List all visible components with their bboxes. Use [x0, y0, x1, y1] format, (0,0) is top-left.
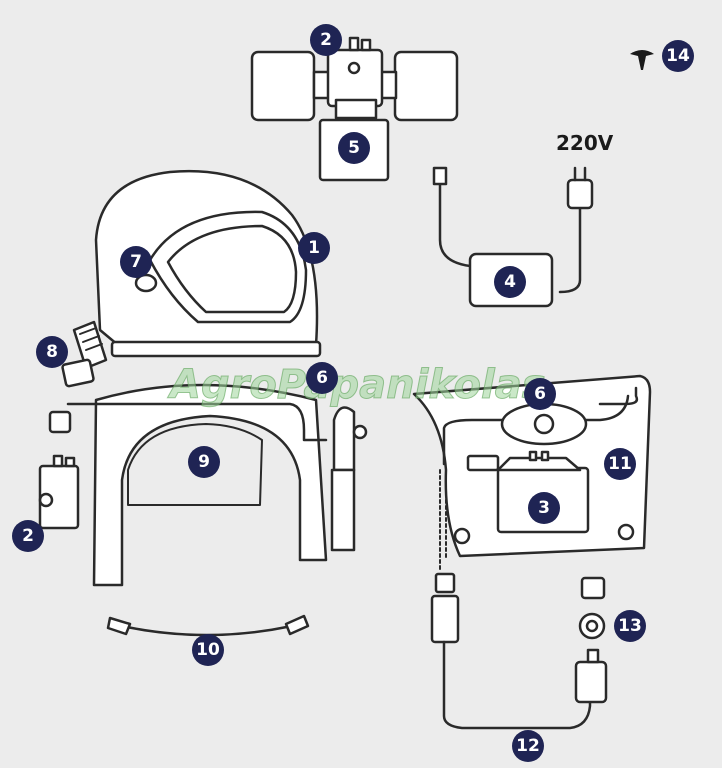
plate-hose-right	[558, 394, 630, 422]
badge-clip: 14	[662, 40, 694, 72]
hose-connector	[61, 358, 95, 388]
side-battery-button	[38, 492, 54, 508]
battery-terminal	[348, 36, 360, 52]
rib-1	[79, 327, 97, 335]
voltage-label: 220V	[556, 131, 614, 155]
battery-terminal-2	[360, 38, 372, 52]
badge-label: 11	[608, 454, 632, 474]
wall-plug	[566, 178, 594, 210]
badge-label: 2	[320, 30, 332, 50]
air-hose-part	[430, 572, 608, 730]
belt-plate-part	[412, 374, 652, 571]
badge-air-hose: 12	[512, 730, 544, 762]
badge-adapter-set: 13	[614, 610, 646, 642]
adapter-connector	[580, 576, 606, 600]
strap-left-buckle	[106, 616, 132, 636]
rib-2	[82, 335, 100, 343]
charger-part: 220V	[432, 131, 614, 308]
badge-battery-top: 2	[310, 24, 342, 56]
hose-bottom-coupling	[574, 660, 608, 704]
adapter-set-part	[578, 576, 606, 640]
badge-filter-box: 5	[338, 132, 370, 164]
hose-bottom-fitting	[586, 648, 600, 664]
air-valve-knob	[352, 424, 368, 440]
badge-label: 5	[348, 138, 360, 158]
blower-terminal-2	[540, 450, 550, 462]
badge-label: 4	[504, 272, 516, 292]
badge-label: 8	[46, 342, 58, 362]
clip-part	[630, 50, 654, 70]
right-filter-cartridge	[393, 50, 459, 122]
air-outlet-center	[533, 413, 555, 435]
badge-label: 14	[666, 46, 690, 66]
charger-input-cable	[558, 204, 582, 294]
hose-top-coupling	[430, 594, 460, 644]
badge-label: 6	[316, 368, 328, 388]
badge-label: 1	[308, 238, 320, 258]
badge-helmet: 1	[298, 232, 330, 264]
charger-output-plug	[432, 166, 448, 186]
watermark: AgroPapanikolas	[167, 362, 546, 408]
badge-hose-connector: 8	[36, 336, 68, 368]
plate-stitching	[439, 469, 447, 571]
badge-cape: 9	[188, 446, 220, 478]
badge-label: 12	[516, 736, 540, 756]
hose-top-fitting	[434, 572, 456, 594]
rib-3	[85, 343, 103, 351]
internal-air-hose	[66, 402, 328, 442]
badge-blower-unit: 3	[528, 492, 560, 524]
battery-pack	[326, 48, 384, 108]
blower-terminal	[528, 450, 538, 462]
charger-output-cable	[438, 180, 472, 268]
battery-screw	[347, 61, 361, 75]
clip-icon	[630, 50, 654, 70]
badge-air-outlet-belt: 6	[524, 378, 556, 410]
cape-part	[48, 383, 368, 587]
air-valve	[332, 406, 356, 472]
hose-tube	[442, 640, 592, 730]
helmet-visor	[166, 224, 298, 314]
badge-label: 3	[538, 498, 550, 518]
badge-label: 9	[198, 452, 210, 472]
strap-band	[120, 624, 294, 637]
adapter-ring-hole	[585, 619, 599, 633]
side-battery-terminal-2	[64, 456, 76, 468]
badge-label: 13	[618, 616, 642, 636]
badge-head-strap: 10	[192, 634, 224, 666]
badge-belt-plate: 11	[604, 448, 636, 480]
side-button	[134, 273, 158, 293]
badge-label: 10	[196, 640, 220, 660]
plate-rivet-right	[617, 523, 635, 541]
badge-label: 7	[130, 252, 142, 272]
hose-end-connector	[48, 410, 72, 434]
helmet-shell	[94, 169, 319, 347]
cape-window	[127, 423, 263, 506]
badge-battery-side: 2	[12, 520, 44, 552]
badge-charger: 4	[494, 266, 526, 298]
plate-hose-left	[442, 418, 522, 466]
left-filter-cartridge	[250, 50, 316, 122]
helmet-rim	[110, 340, 322, 358]
badge-side-button: 7	[120, 246, 152, 278]
side-battery-part	[38, 454, 80, 530]
blower-top	[496, 456, 582, 472]
plate-rivet-left	[453, 527, 471, 545]
head-strap-part	[106, 614, 310, 637]
helmet-part	[61, 169, 322, 388]
side-battery-terminal	[52, 454, 64, 468]
badge-label: 2	[22, 526, 34, 546]
strap-right-buckle	[284, 614, 310, 636]
helmet-visor-frame	[148, 210, 308, 324]
battery-mount	[334, 98, 378, 120]
side-tube	[330, 468, 356, 552]
blower-cable-connector	[466, 454, 500, 472]
badge-label: 6	[534, 384, 546, 404]
badge-air-outlet-helmet: 6	[306, 362, 338, 394]
